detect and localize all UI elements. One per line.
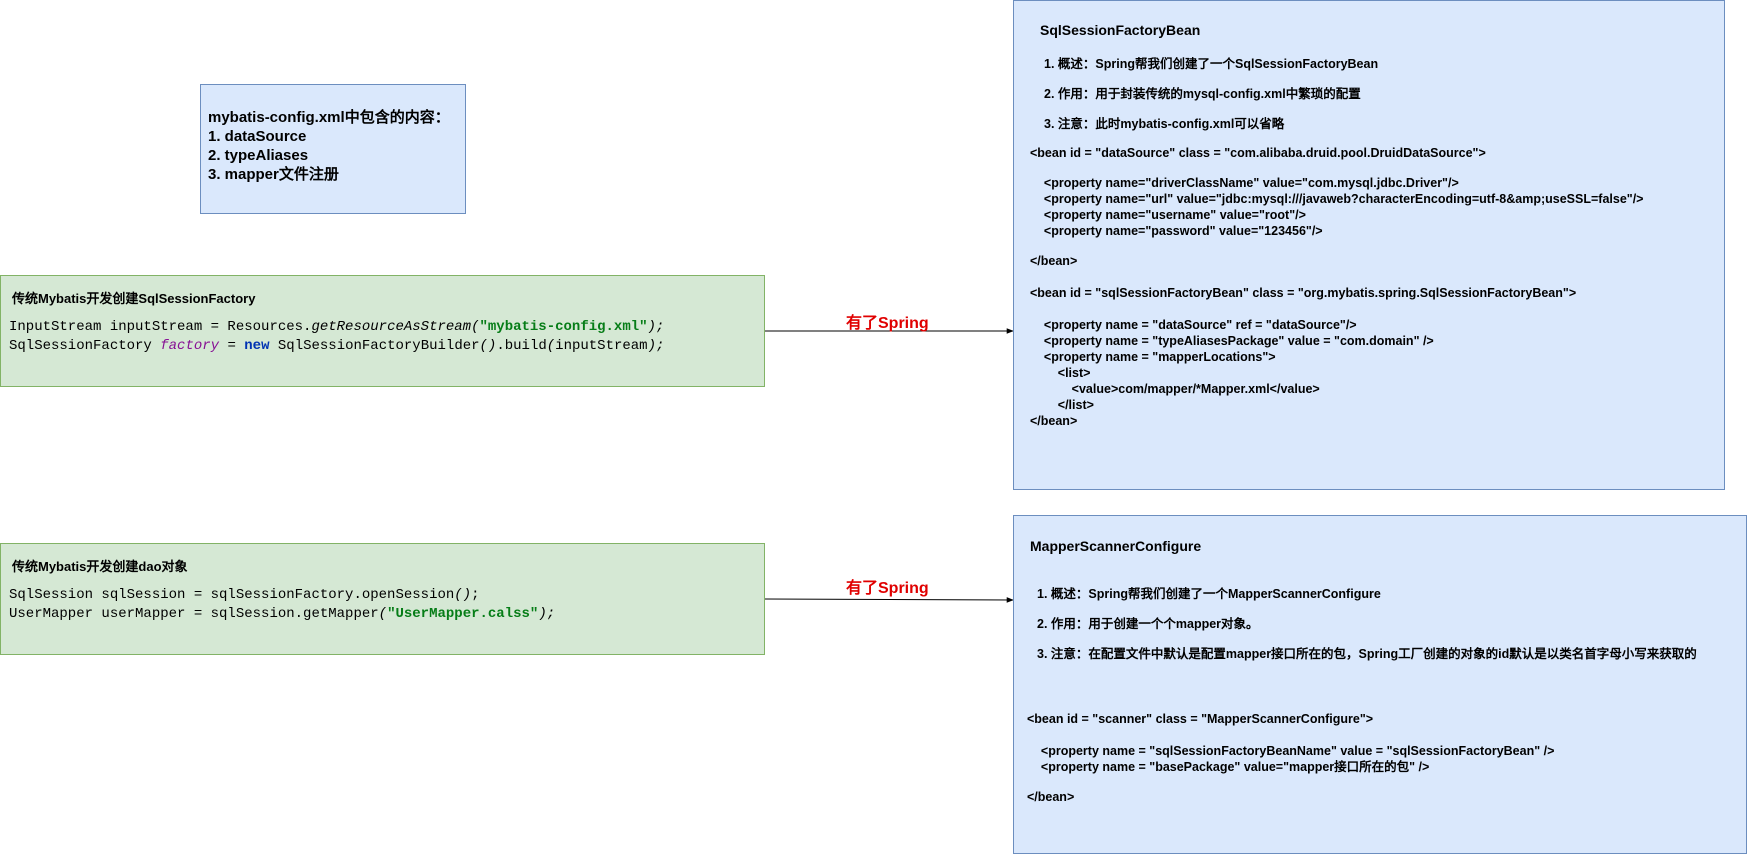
mybatis-config-content: mybatis-config.xml中包含的内容： 1. dataSource …	[208, 108, 450, 184]
arrow-bottom	[764, 597, 1014, 603]
mybatis-config-heading: mybatis-config.xml中包含的内容：	[208, 109, 450, 126]
code-token: (	[378, 606, 388, 622]
datasource-bean-open: <bean id = "dataSource" class = "com.ali…	[1030, 146, 1486, 160]
code-token: ()	[454, 587, 472, 603]
sqlsessionfactorybean-box: SqlSessionFactoryBean 1. 概述：Spring帮我们创建了…	[1013, 0, 1725, 490]
mapperscannerconfigure-box: MapperScannerConfigure 1. 概述：Spring帮我们创建…	[1013, 515, 1747, 854]
code-token: SqlSession sqlSession = sqlSessionFactor…	[9, 587, 455, 603]
code-token: );	[647, 338, 665, 354]
mapperscannerconfigure-title: MapperScannerConfigure	[1030, 538, 1202, 554]
traditional-factory-code: InputStream inputStream = Resources.getR…	[9, 318, 664, 356]
sqlsessionfactorybean-title: SqlSessionFactoryBean	[1040, 22, 1201, 38]
traditional-factory-title: 传统Mybatis开发创建SqlSessionFactory	[12, 291, 256, 306]
datasource-bean-close: </bean>	[1030, 254, 1078, 268]
code-token: InputStream inputStream = Resources.	[9, 319, 312, 335]
code-token: );	[538, 606, 556, 622]
code-string: "UserMapper.calss"	[387, 606, 539, 622]
scanner-bean-properties: <property name = "sqlSessionFactoryBeanN…	[1040, 744, 1555, 774]
code-token: SqlSessionFactory	[9, 338, 161, 354]
code-string: "mybatis-config.xml"	[479, 319, 648, 335]
code-token: inputStream	[555, 338, 648, 354]
mybatis-config-item: 2. typeAliases	[208, 147, 309, 164]
traditional-dao-code: SqlSession sqlSession = sqlSessionFactor…	[9, 586, 555, 624]
scanner-bean-close: </bean>	[1027, 790, 1075, 804]
mybatis-config-box: mybatis-config.xml中包含的内容： 1. dataSource …	[200, 84, 466, 214]
mapperscannerconfigure-point: 2. 作用：用于创建一个个mapper对象。	[1037, 617, 1259, 631]
code-token: (	[471, 319, 480, 335]
code-token: SqlSessionFactoryBuilder	[269, 338, 480, 354]
code-token: getResourceAsStream	[311, 319, 472, 335]
arrow-label-bottom: 有了Spring	[846, 580, 929, 597]
sqlsessionfactorybean-point: 3. 注意：此时mybatis-config.xml可以省略	[1044, 117, 1285, 131]
code-keyword: new	[244, 338, 270, 354]
mybatis-config-item: 1. dataSource	[208, 128, 307, 145]
traditional-dao-box: 传统Mybatis开发创建dao对象 SqlSession sqlSession…	[0, 543, 765, 655]
sqlsessionfactorybean-point: 1. 概述：Spring帮我们创建了一个SqlSessionFactoryBea…	[1044, 57, 1379, 71]
code-token: );	[647, 319, 665, 335]
code-token: .build	[496, 338, 547, 354]
traditional-dao-title: 传统Mybatis开发创建dao对象	[12, 559, 188, 574]
mybatis-config-item: 3. mapper文件注册	[208, 166, 339, 183]
code-token: ()	[479, 338, 497, 354]
sqlsessionfactorybean-point: 2. 作用：用于封装传统的mysql-config.xml中繁琐的配置	[1044, 87, 1361, 101]
code-token: =	[219, 338, 245, 354]
mapperscannerconfigure-point: 1. 概述：Spring帮我们创建了一个MapperScannerConfigu…	[1037, 587, 1381, 601]
traditional-factory-box: 传统Mybatis开发创建SqlSessionFactory InputStre…	[0, 275, 765, 387]
mapperscannerconfigure-point: 3. 注意：在配置文件中默认是配置mapper接口所在的包，Spring工厂创建…	[1037, 647, 1697, 661]
code-token: ;	[471, 587, 480, 603]
code-token: (	[546, 338, 556, 354]
code-variable: factory	[160, 338, 220, 354]
arrow-label-top: 有了Spring	[846, 315, 929, 332]
sqlsessionfactorybean-bean-open: <bean id = "sqlSessionFactoryBean" class…	[1030, 286, 1577, 300]
code-token: UserMapper userMapper = sqlSession.getMa…	[9, 606, 379, 622]
scanner-bean-open: <bean id = "scanner" class = "MapperScan…	[1027, 712, 1374, 726]
sqlsessionfactorybean-bean-properties: <property name = "dataSource" ref = "dat…	[1030, 318, 1434, 428]
datasource-bean-properties: <property name="driverClassName" value="…	[1043, 176, 1644, 238]
